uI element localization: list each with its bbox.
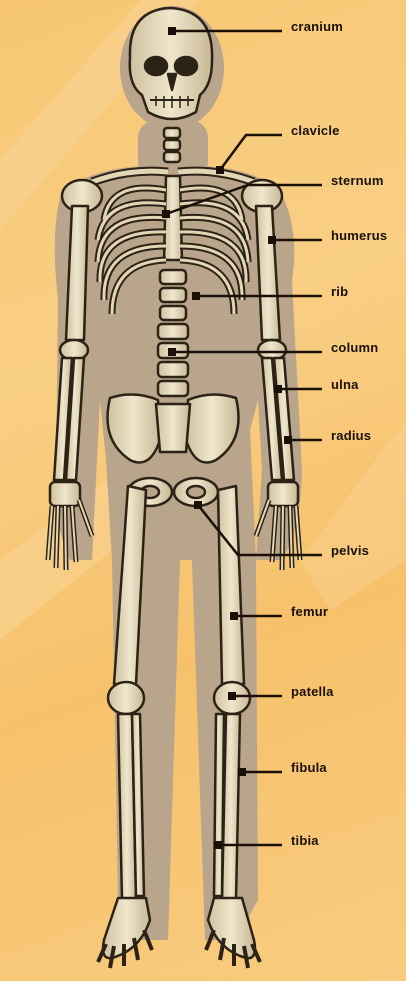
label-column: column	[331, 341, 378, 355]
label-fibula: fibula	[291, 761, 327, 775]
clavicle-leader	[220, 135, 282, 170]
spinal-column	[158, 270, 188, 396]
label-radius: radius	[331, 429, 371, 443]
label-sternum: sternum	[331, 174, 384, 188]
label-ulna: ulna	[331, 378, 359, 392]
label-patella: patella	[291, 685, 334, 699]
left-foot	[98, 898, 152, 968]
label-femur: femur	[291, 605, 328, 619]
label-pelvis: pelvis	[331, 544, 369, 558]
label-rib: rib	[331, 285, 348, 299]
label-clavicle: clavicle	[291, 124, 340, 138]
label-humerus: humerus	[331, 229, 387, 243]
label-cranium: cranium	[291, 20, 343, 34]
label-tibia: tibia	[291, 834, 319, 848]
background-wedge	[300, 420, 406, 610]
